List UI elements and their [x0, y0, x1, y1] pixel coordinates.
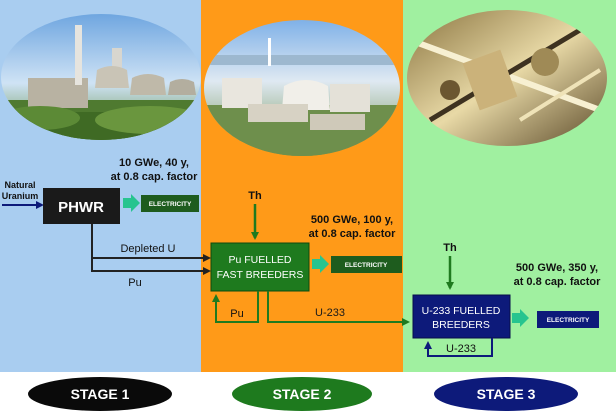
stage1-badge-label: STAGE 1	[71, 386, 130, 402]
phwr-box	[43, 188, 120, 224]
stage3-thorium-label: Th	[443, 242, 457, 254]
stage2-badge-label: STAGE 2	[273, 386, 332, 402]
natural-uranium-label: Natural	[4, 180, 35, 190]
natural-uranium-label-line2: Uranium	[2, 191, 39, 201]
stage3-badge	[434, 377, 578, 411]
pu-line	[91, 258, 211, 275]
stage2-capacity-line2: at 0.8 cap. factor	[309, 228, 397, 240]
stage2-capacity-line1: 500 GWe, 100 y,	[311, 214, 393, 226]
u233-breeders-box	[412, 294, 511, 339]
pu-loop-label: Pu	[230, 308, 243, 320]
phwr-plant-photo	[1, 14, 201, 140]
stage3-capacity-line1: 500 GWe, 350 y,	[516, 262, 598, 274]
stage2-thorium-label: Th	[248, 190, 262, 202]
fast-breeders-box	[210, 242, 310, 292]
stage2-badge	[232, 377, 372, 411]
u233-loop-label: U-233	[446, 343, 476, 355]
pu-label: Pu	[128, 277, 141, 289]
stage2-electricity-label: ELECTRICITY	[345, 262, 388, 269]
fast-breeders-label-line2: FAST BREEDERS	[217, 269, 304, 281]
pu-recycle-loop	[212, 291, 259, 323]
depleted-u-label: Depleted U	[120, 243, 175, 255]
stage3-electricity-arrow	[512, 309, 529, 327]
stage1-capacity-line2: at 0.8 cap. factor	[111, 171, 199, 183]
u233-breeders-label-line1: U-233 FUELLED	[422, 305, 501, 317]
u233-recycle-loop	[424, 338, 493, 357]
u233-breeders-label-line2: BREEDERS	[432, 319, 490, 331]
fast-breeder-complex-photo	[204, 20, 400, 156]
breeder-machinery-photo	[407, 10, 607, 146]
stage3-capacity-line2: at 0.8 cap. factor	[514, 276, 602, 288]
stage1-electricity-label: ELECTRICITY	[149, 201, 192, 208]
phwr-label: PHWR	[58, 199, 104, 216]
stage1-capacity-line1: 10 GWe, 40 y,	[119, 157, 189, 169]
stage1-badge	[28, 377, 172, 411]
stage3-electricity-label: ELECTRICITY	[547, 317, 590, 324]
stage3-badge-label: STAGE 3	[477, 386, 536, 402]
stage1-electricity-box	[141, 195, 199, 212]
stage2-electricity-box	[331, 256, 402, 273]
fast-breeders-label-line1: Pu FUELLED	[228, 254, 291, 266]
stage3-electricity-box	[537, 311, 599, 328]
stage1-electricity-arrow	[123, 194, 140, 212]
u233-transfer-label: U-233	[315, 307, 345, 319]
stage2-electricity-arrow	[312, 255, 329, 273]
u233-transfer-line	[267, 291, 410, 326]
